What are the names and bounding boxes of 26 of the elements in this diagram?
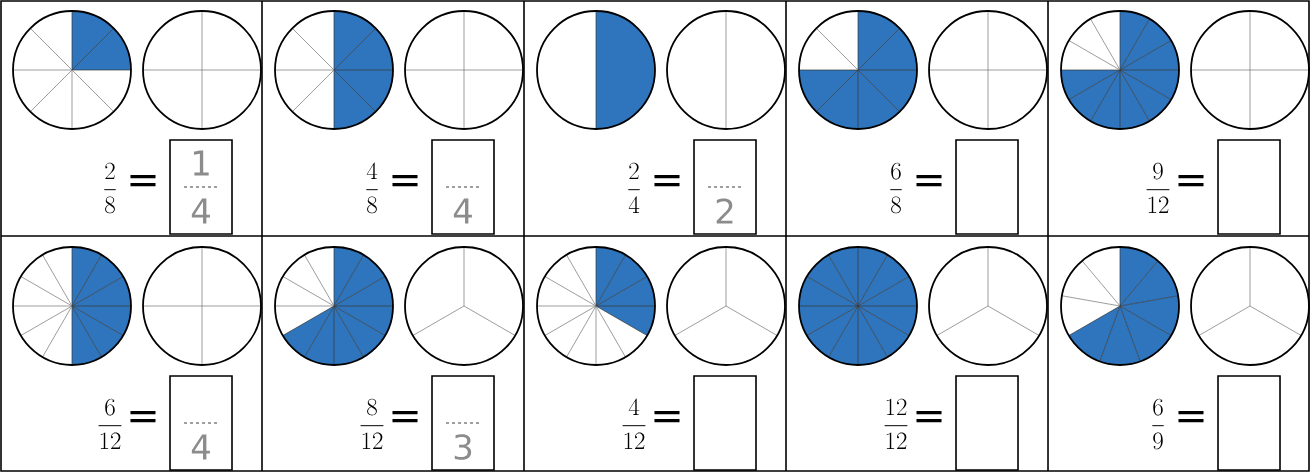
equals-sign: = <box>130 174 156 187</box>
fraction: $\frac{6}{12}$ <box>98 398 122 449</box>
fraction: $\frac{12}{12}$ <box>884 398 908 449</box>
fraction: $\frac{6}{8}$ <box>890 162 902 214</box>
traced-digit: 4 <box>191 198 210 224</box>
equals-sign: = <box>916 410 942 423</box>
fraction: $\frac{4}{8}$ <box>366 162 378 214</box>
traced-digit: 2 <box>716 198 733 224</box>
traced-digit: 4 <box>191 434 210 460</box>
fraction: $\frac{2}{4}$ <box>628 162 640 213</box>
traced-digit: 3 <box>454 434 472 460</box>
equals-sign: = <box>1178 174 1204 187</box>
equals-sign: = <box>654 410 680 423</box>
equals-sign: = <box>392 174 418 187</box>
fraction: $\frac{9}{12}$ <box>1146 162 1170 213</box>
fraction: $\frac{4}{12}$ <box>622 398 646 449</box>
fraction: $\frac{6}{9}$ <box>1152 398 1164 450</box>
equals-sign: = <box>130 410 156 423</box>
fraction: $\frac{8}{12}$ <box>360 398 384 449</box>
traced-digit: 1 <box>193 150 209 176</box>
fraction: $\frac{2}{8}$ <box>104 162 116 214</box>
equals-sign: = <box>654 174 680 187</box>
equals-sign: = <box>1178 410 1204 423</box>
traced-digit: 4 <box>453 198 472 224</box>
equals-sign: = <box>392 410 418 423</box>
equals-sign: = <box>916 174 942 187</box>
